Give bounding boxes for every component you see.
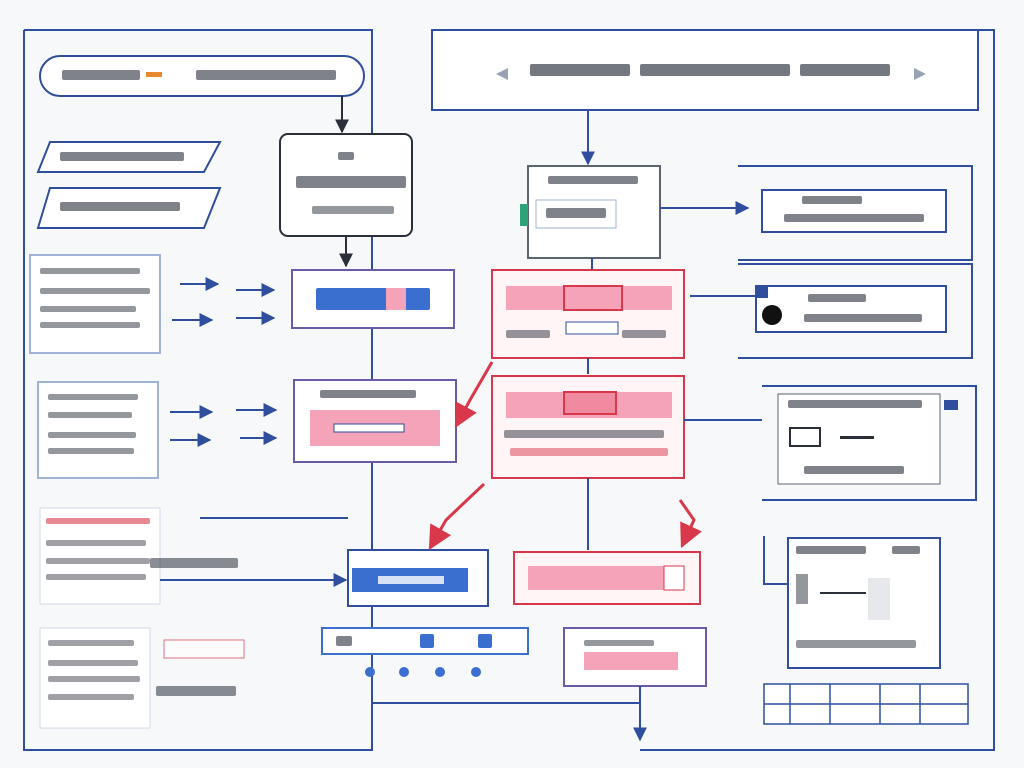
right-panel-1: [738, 165, 973, 261]
center-module-top[interactable]: [520, 165, 661, 259]
left-arrows: [160, 277, 348, 587]
left-panel-3: [39, 507, 238, 605]
center-module-red-2[interactable]: [491, 375, 685, 479]
red-connectors: [428, 361, 702, 551]
right-panel-4: [763, 536, 941, 669]
black-dot-icon: [762, 305, 782, 325]
left-tag-2[interactable]: [36, 187, 222, 229]
toolbar-strip[interactable]: [321, 627, 529, 677]
title-box: [431, 29, 979, 111]
right-grid: [763, 683, 969, 725]
left-panel-1: [29, 254, 161, 354]
left-panel-4: [39, 627, 245, 729]
start-pill[interactable]: [39, 55, 365, 97]
right-arrow-icon: [914, 68, 926, 80]
center-module-pink-4[interactable]: [563, 627, 707, 687]
process-box-top[interactable]: [279, 133, 413, 237]
center-module-red-1[interactable]: [491, 269, 685, 359]
right-panel-2: [738, 263, 973, 359]
left-panel-2: [37, 381, 159, 479]
left-arrow-icon: [496, 68, 508, 80]
right-panel-3: [762, 385, 977, 501]
stage-box-2[interactable]: [293, 379, 457, 463]
stage-box-1[interactable]: [291, 269, 455, 329]
stage-box-3[interactable]: [347, 549, 489, 607]
left-tag-1[interactable]: [36, 141, 222, 173]
center-module-red-3[interactable]: [513, 551, 701, 605]
